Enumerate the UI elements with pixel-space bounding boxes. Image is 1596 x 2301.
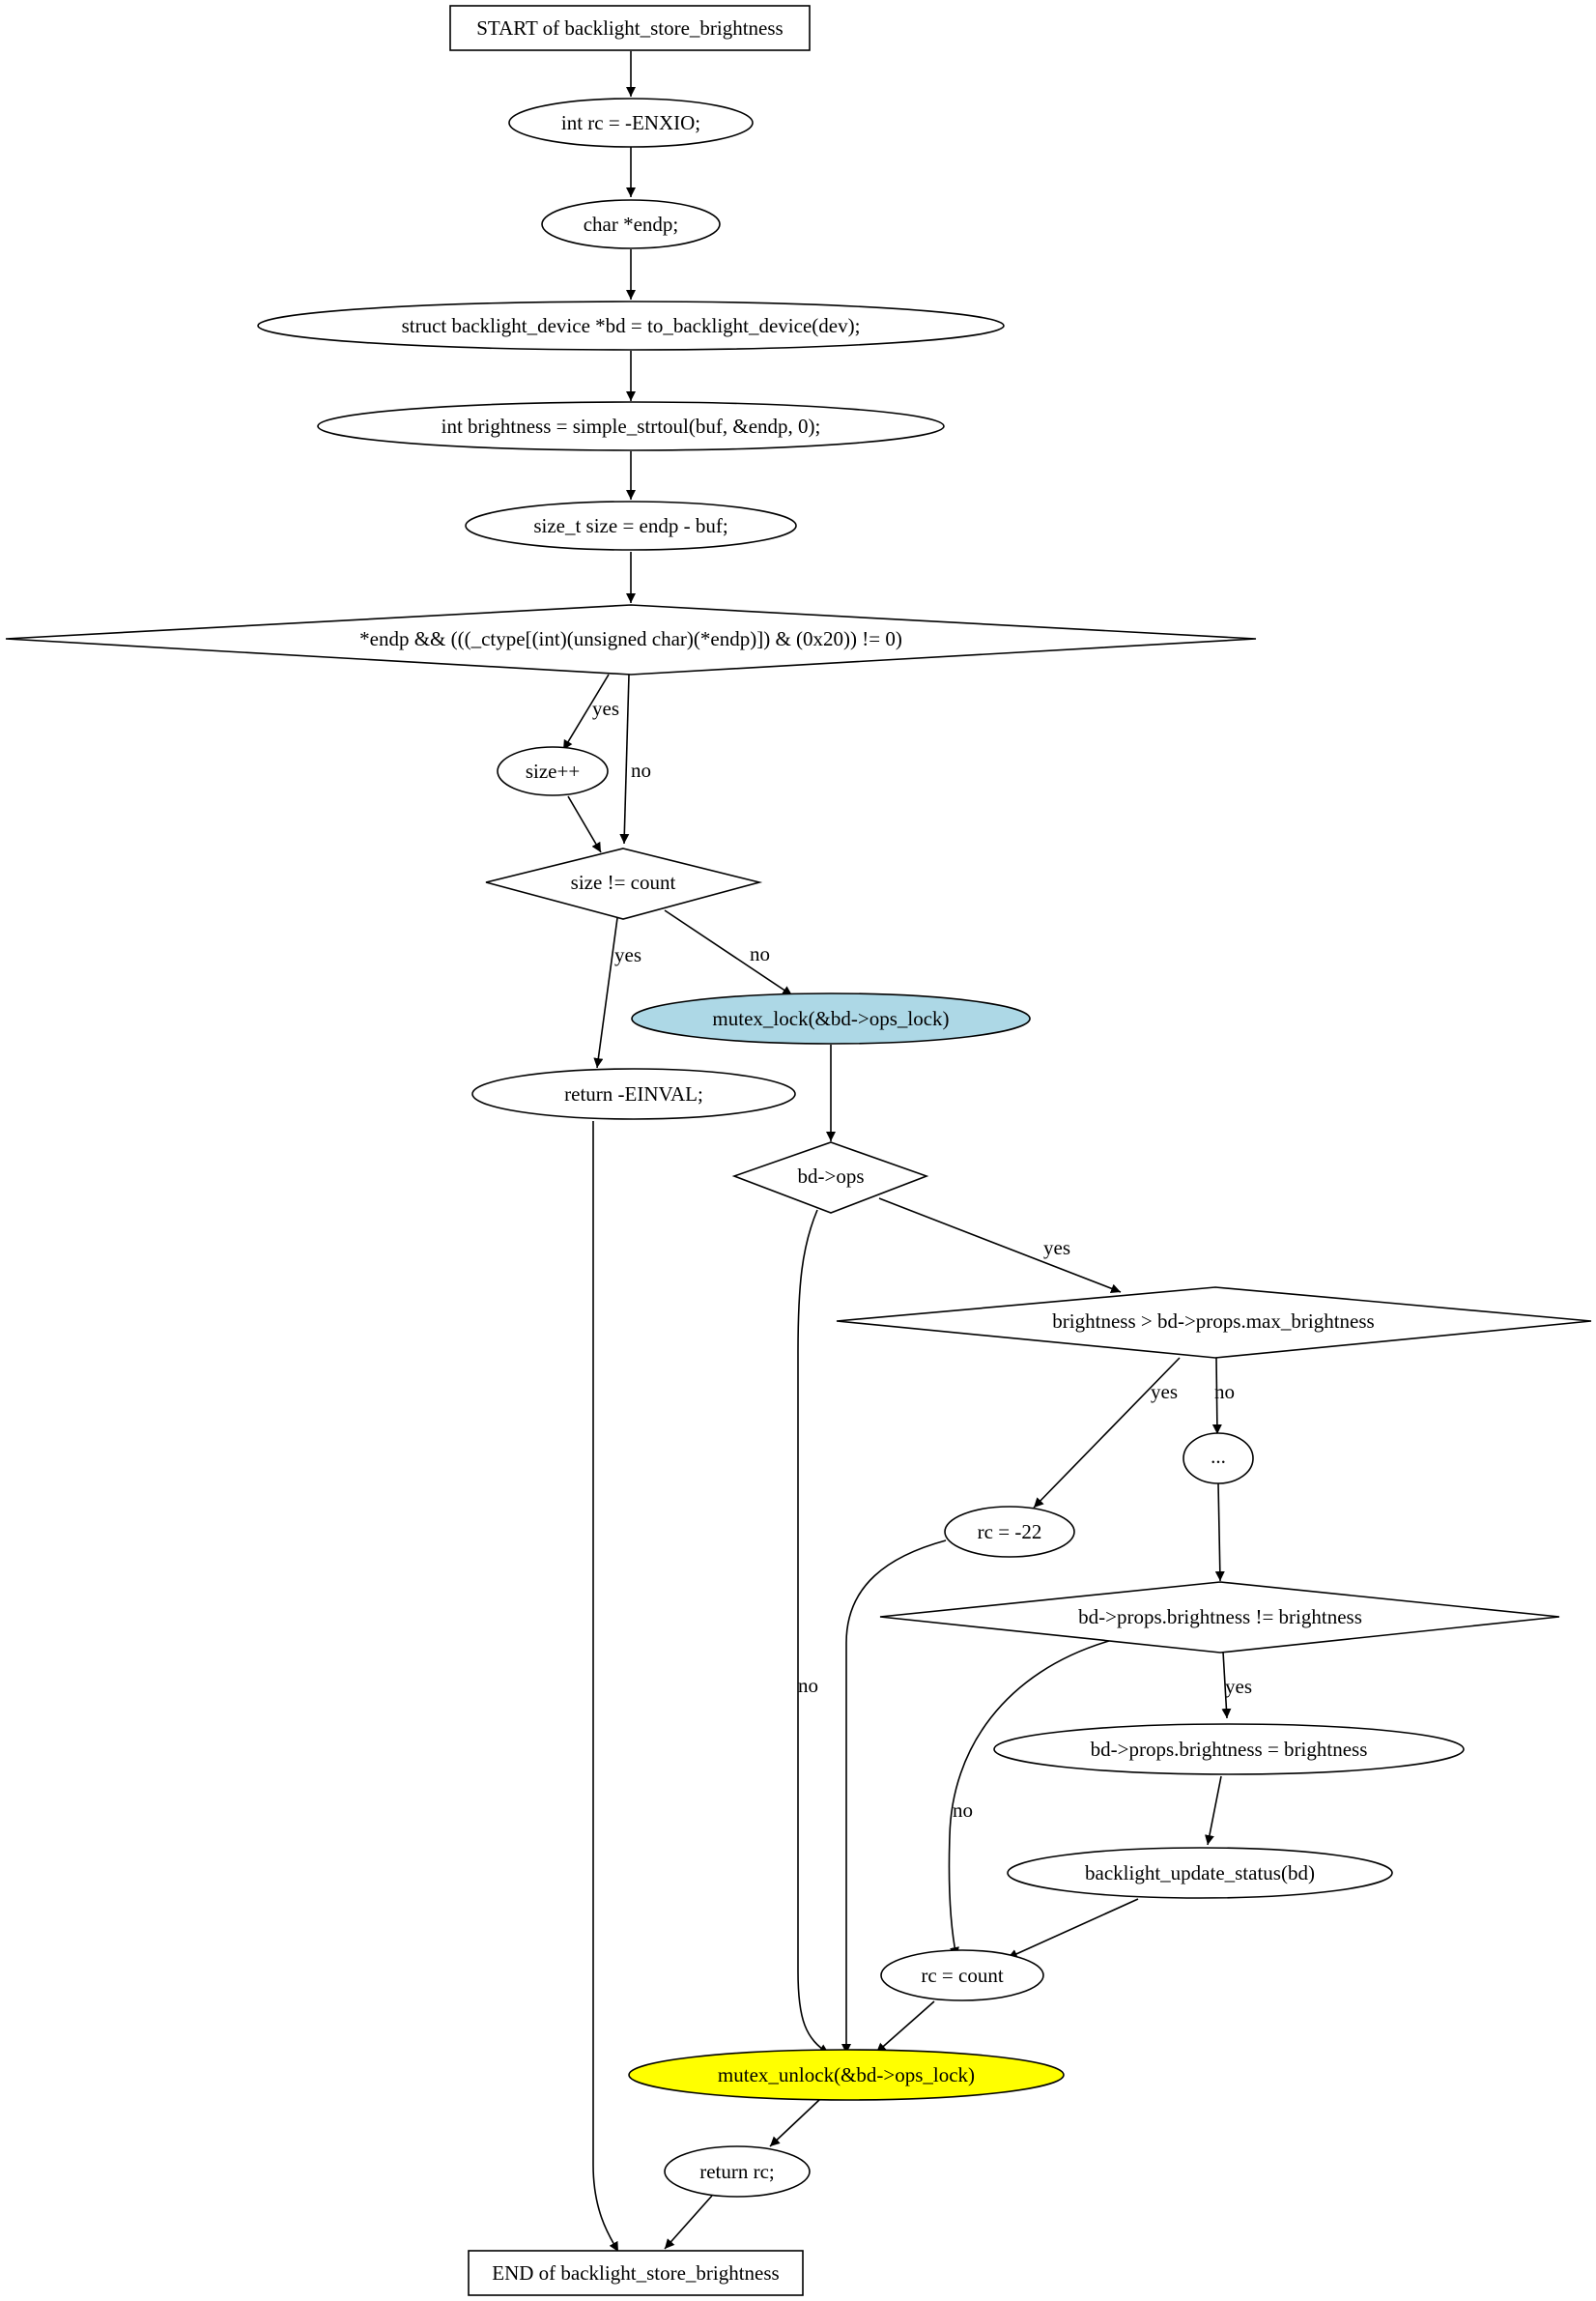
edge-size-check-yes (593, 917, 618, 1069)
edge-label-changed-check-yes: yes (1225, 1675, 1252, 1698)
bd-decl-node: struct backlight_device *bd = to_backlig… (257, 301, 1005, 351)
edge-changed-check-no (948, 1640, 1110, 1958)
edge-return-to-end (664, 2195, 713, 2250)
edge-label-ops-check-no: no (798, 1674, 818, 1697)
svg-text:bd->props.brightness != bright: bd->props.brightness != brightness (1078, 1605, 1362, 1628)
edge-rc-count-to-unlock (875, 2000, 935, 2054)
svg-text:char *endp;: char *endp; (584, 213, 679, 236)
edge-max-check-no (1211, 1357, 1222, 1435)
rc-init-node: int rc = -ENXIO; (508, 98, 754, 148)
svg-text:mutex_lock(&bd->ops_lock): mutex_lock(&bd->ops_lock) (712, 1007, 949, 1030)
rc-count-node: rc = count (880, 1949, 1044, 2001)
svg-text:rc = count: rc = count (921, 1964, 1003, 1987)
edge-size-inc-to-size-check (567, 795, 602, 853)
svg-text:struct backlight_device *bd =: struct backlight_device *bd = to_backlig… (402, 314, 861, 337)
edge-ops-check-yes (878, 1197, 1122, 1294)
edge-ops-check-no (797, 1209, 830, 2055)
edge-einval-to-end (592, 1121, 619, 2253)
edge-unlock-to-return (769, 2098, 821, 2147)
svg-text:backlight_update_status(bd): backlight_update_status(bd) (1085, 1861, 1315, 1884)
edge-label-ops-check-yes: yes (1043, 1236, 1070, 1259)
edge-ellipsis-to-changed-check (1214, 1482, 1225, 1582)
edge-label-max-check-no: no (1214, 1380, 1235, 1403)
svg-text:bd->ops: bd->ops (797, 1165, 864, 1188)
mutex-unlock-node: mutex_unlock(&bd->ops_lock) (628, 2049, 1065, 2101)
svg-text:return -EINVAL;: return -EINVAL; (564, 1082, 703, 1106)
svg-text:mutex_unlock(&bd->ops_lock): mutex_unlock(&bd->ops_lock) (718, 2063, 975, 2086)
edge-rc-22-to-unlock (841, 1539, 947, 2054)
update-status-node: backlight_update_status(bd) (1007, 1847, 1393, 1899)
edge-max-check-yes (1033, 1357, 1181, 1509)
svg-text:bd->props.brightness = brightn: bd->props.brightness = brightness (1091, 1738, 1368, 1761)
edge-label-size-check-no: no (750, 942, 770, 965)
end-node: END of backlight_store_brightness (468, 2250, 804, 2296)
ellipsis-node: ... (1183, 1432, 1254, 1484)
svg-text:return rc;: return rc; (699, 2160, 775, 2183)
edge-set-brightness-to-update (1205, 1775, 1222, 1846)
brightness-changed-check-decision: bd->props.brightness != brightness (879, 1581, 1560, 1654)
svg-text:START of backlight_store_brigh: START of backlight_store_brightness (476, 16, 783, 40)
edge-label-endp-check-yes: yes (592, 697, 619, 720)
edge-endp-check-yes (562, 674, 610, 751)
edge-label-endp-check-no: no (631, 759, 651, 782)
size-check-decision: size != count (485, 848, 763, 920)
return-einval-node: return -EINVAL; (471, 1068, 796, 1120)
size-inc-node: size++ (497, 746, 609, 796)
ops-check-decision: bd->ops (731, 1141, 929, 1214)
edge-label-max-check-yes: yes (1151, 1380, 1178, 1403)
edge-update-to-rc-count (1007, 1898, 1139, 1959)
endp-decl-node: char *endp; (541, 199, 721, 249)
svg-text:int rc = -ENXIO;: int rc = -ENXIO; (561, 111, 700, 134)
brightness-decl-node: int brightness = simple_strtoul(buf, &en… (317, 401, 945, 451)
start-node: START of backlight_store_brightness (449, 5, 811, 51)
svg-text:...: ... (1211, 1445, 1226, 1468)
edge-changed-check-yes (1221, 1651, 1232, 1719)
edge-endp-check-no (619, 674, 630, 845)
svg-text:brightness > bd->props.max_bri: brightness > bd->props.max_brightness (1052, 1309, 1374, 1333)
edge-label-changed-check-no: no (953, 1798, 973, 1822)
rc-minus-22-node: rc = -22 (944, 1506, 1075, 1558)
svg-text:size++: size++ (526, 760, 580, 783)
svg-text:size_t size = endp - buf;: size_t size = endp - buf; (533, 514, 727, 537)
svg-text:size != count: size != count (571, 871, 676, 894)
set-brightness-node: bd->props.brightness = brightness (993, 1723, 1465, 1775)
svg-text:int brightness = simple_strtou: int brightness = simple_strtoul(buf, &en… (442, 415, 821, 438)
size-decl-node: size_t size = endp - buf; (465, 501, 797, 551)
svg-text:END of backlight_store_brightn: END of backlight_store_brightness (492, 2261, 779, 2285)
edge-size-check-no (664, 909, 793, 996)
svg-text:*endp && (((_ctype[(int)(unsig: *endp && (((_ctype[(int)(unsigned char)(… (359, 627, 902, 650)
mutex-lock-node: mutex_lock(&bd->ops_lock) (631, 992, 1031, 1045)
edge-label-size-check-yes: yes (614, 943, 641, 966)
svg-text:rc = -22: rc = -22 (978, 1520, 1042, 1543)
max-brightness-check-decision: brightness > bd->props.max_brightness (836, 1286, 1592, 1359)
return-rc-node: return rc; (664, 2145, 811, 2198)
endp-check-decision: *endp && (((_ctype[(int)(unsigned char)(… (5, 604, 1257, 676)
